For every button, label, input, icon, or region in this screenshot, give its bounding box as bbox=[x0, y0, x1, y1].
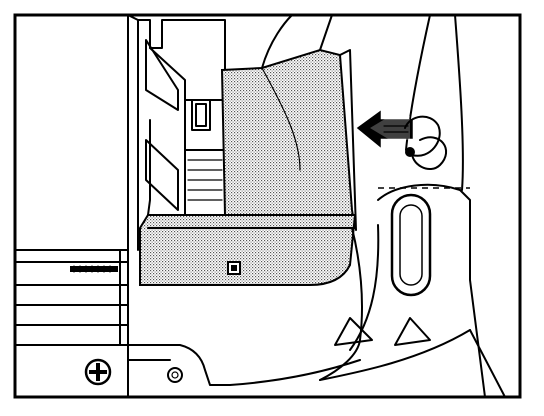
release-tab bbox=[404, 115, 441, 157]
grip-ridges bbox=[70, 266, 118, 272]
guide-rail bbox=[261, 14, 357, 231]
connector-housing bbox=[139, 48, 357, 286]
left-chassis-panel bbox=[14, 14, 129, 346]
arrow-left-icon bbox=[356, 110, 413, 148]
mounting-bracket bbox=[127, 249, 361, 398]
connector-latch-icon bbox=[127, 14, 233, 251]
phillips-screw-icon bbox=[84, 358, 112, 386]
slot-opening bbox=[390, 193, 432, 297]
